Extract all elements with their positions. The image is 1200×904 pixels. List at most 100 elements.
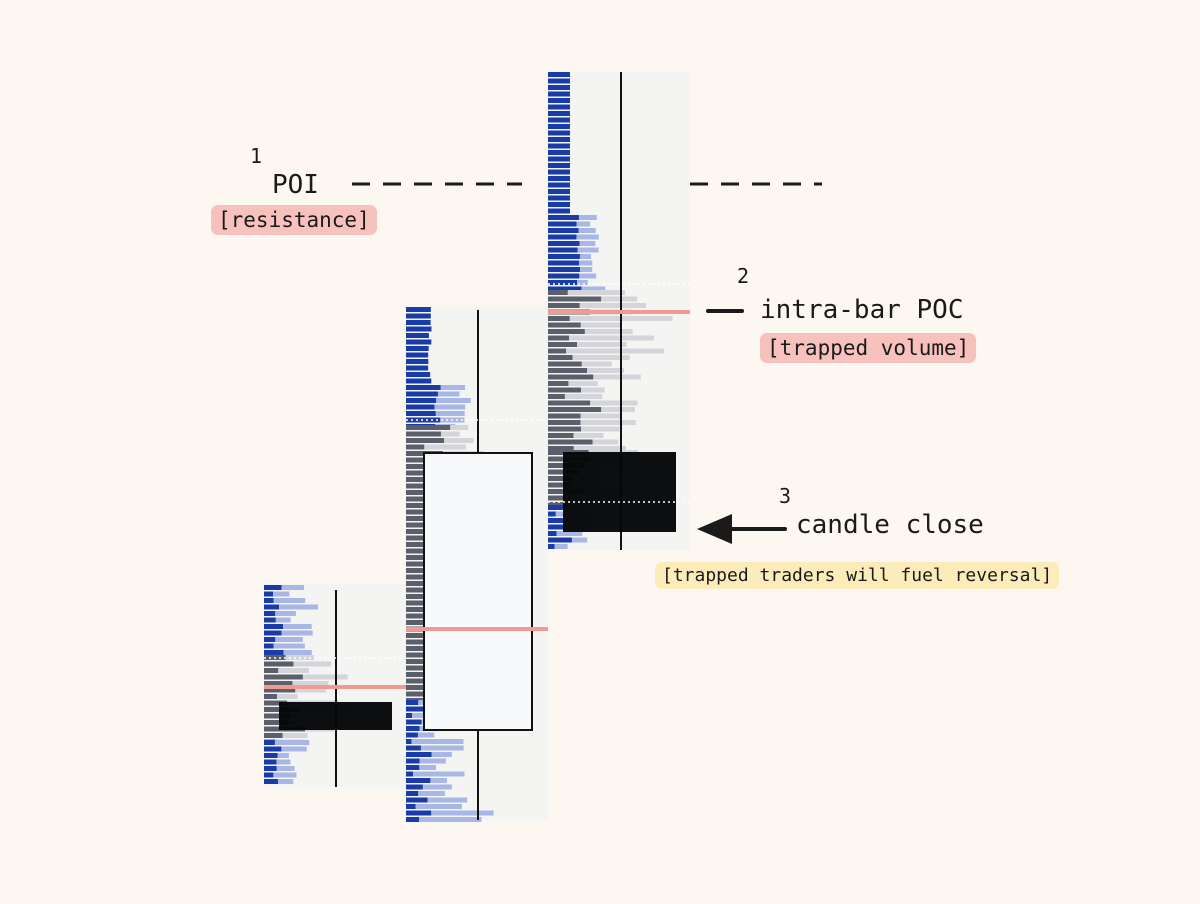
sell-volume-bar xyxy=(548,355,573,360)
buy-volume-bar xyxy=(419,817,482,822)
buy-volume-bar xyxy=(406,307,431,312)
buy-volume-bar xyxy=(264,643,274,649)
sell-volume-bar xyxy=(548,296,602,302)
sell-volume-bar xyxy=(406,496,426,502)
sell-volume-bar xyxy=(406,665,426,671)
sell-volume-bar xyxy=(548,335,570,341)
resistance-tag: [resistance] xyxy=(211,205,377,235)
buy-volume-bar xyxy=(406,352,429,358)
buy-volume-bar xyxy=(548,163,570,168)
buy-volume-bar xyxy=(406,804,416,809)
buy-volume-bar xyxy=(279,604,319,610)
buy-volume-bar xyxy=(406,739,412,744)
buy-volume-bar xyxy=(406,810,432,816)
sell-volume-bar xyxy=(406,438,445,443)
sell-volume-bar xyxy=(587,368,624,373)
buy-volume-bar xyxy=(580,267,593,272)
sell-volume-bar xyxy=(572,355,630,360)
buy-volume-bar xyxy=(548,182,570,188)
poi-number: 1 xyxy=(250,144,263,168)
sell-volume-bar xyxy=(548,368,588,373)
sell-volume-bar xyxy=(406,678,434,684)
buy-volume-bar xyxy=(419,758,446,764)
buy-volume-bar xyxy=(548,524,566,530)
sell-volume-bar xyxy=(573,446,627,451)
buy-volume-bar xyxy=(579,254,592,259)
buy-volume-bar xyxy=(264,759,277,765)
buy-volume-bar xyxy=(264,753,278,758)
buy-volume-bar xyxy=(548,544,555,549)
sell-volume-bar xyxy=(584,329,633,334)
sell-volume-bar xyxy=(573,433,604,438)
sell-volume-bar xyxy=(406,646,433,651)
sell-volume-bar xyxy=(581,387,605,393)
buy-volume-bar xyxy=(406,372,431,377)
poc-label: intra-bar POC xyxy=(760,295,964,325)
buy-volume-bar xyxy=(264,624,284,629)
buy-volume-bar xyxy=(548,267,581,272)
buy-volume-bar xyxy=(548,137,570,142)
buy-volume-bar xyxy=(264,740,275,745)
buy-volume-bar xyxy=(418,791,445,796)
candle-body xyxy=(279,702,392,730)
sell-volume-bar xyxy=(264,694,278,699)
buy-volume-bar xyxy=(548,221,577,227)
buy-volume-bar xyxy=(548,78,570,84)
sell-volume-bar xyxy=(548,433,574,438)
buy-volume-bar xyxy=(548,156,570,162)
buy-volume-bar xyxy=(406,391,438,397)
sell-volume-bar xyxy=(593,374,641,380)
buy-volume-bar xyxy=(579,273,597,279)
sell-volume-bar xyxy=(264,700,288,706)
buy-volume-bar xyxy=(273,591,290,597)
sell-volume-bar xyxy=(581,361,612,367)
buy-volume-bar xyxy=(548,241,580,246)
buy-volume-bar xyxy=(406,732,418,738)
buy-volume-bar xyxy=(434,404,466,410)
sell-volume-bar xyxy=(548,502,564,507)
buy-volume-bar xyxy=(427,797,468,803)
sell-volume-bar xyxy=(406,457,439,463)
buy-volume-bar xyxy=(276,766,295,771)
sell-volume-bar xyxy=(406,470,436,476)
sell-volume-bar xyxy=(406,652,438,658)
sell-volume-bar xyxy=(424,444,466,450)
trapped-volume-tag: [trapped volume] xyxy=(760,333,977,363)
sell-volume-bar xyxy=(548,476,573,481)
buy-volume-bar xyxy=(548,247,578,253)
sell-volume-bar xyxy=(548,407,602,412)
buy-volume-bar xyxy=(406,404,435,410)
sell-volume-bar xyxy=(580,322,621,328)
buy-volume-bar xyxy=(548,280,578,285)
buy-volume-bar xyxy=(406,719,422,725)
buy-volume-bar xyxy=(431,810,494,816)
sell-volume-bar xyxy=(293,661,332,667)
buy-volume-bar xyxy=(576,234,599,240)
buy-volume-bar xyxy=(548,98,570,103)
buy-volume-bar xyxy=(406,765,420,770)
buy-volume-bar xyxy=(577,280,588,285)
buy-volume-bar xyxy=(406,359,429,364)
sell-volume-bar xyxy=(601,407,635,412)
buy-volume-bar xyxy=(406,398,437,403)
close-label: candle close xyxy=(796,510,984,540)
sell-volume-bar xyxy=(601,296,638,302)
buy-volume-bar xyxy=(406,326,432,332)
buy-volume-bar xyxy=(548,189,570,194)
buy-volume-bar xyxy=(548,176,570,181)
buy-volume-bar xyxy=(415,804,462,809)
sell-volume-bar xyxy=(264,668,279,673)
sell-volume-bar xyxy=(264,687,296,693)
buy-volume-bar xyxy=(548,169,570,175)
buy-volume-bar xyxy=(406,333,429,338)
buy-volume-bar xyxy=(264,746,282,752)
sell-volume-bar xyxy=(548,482,570,488)
buy-volume-bar xyxy=(571,537,588,543)
buy-volume-bar xyxy=(406,339,432,345)
sell-volume-bar xyxy=(264,720,290,725)
sell-volume-bar xyxy=(295,687,326,693)
poi-label: POI xyxy=(272,170,319,200)
buy-volume-bar xyxy=(273,598,306,603)
buy-volume-bar xyxy=(548,215,579,220)
